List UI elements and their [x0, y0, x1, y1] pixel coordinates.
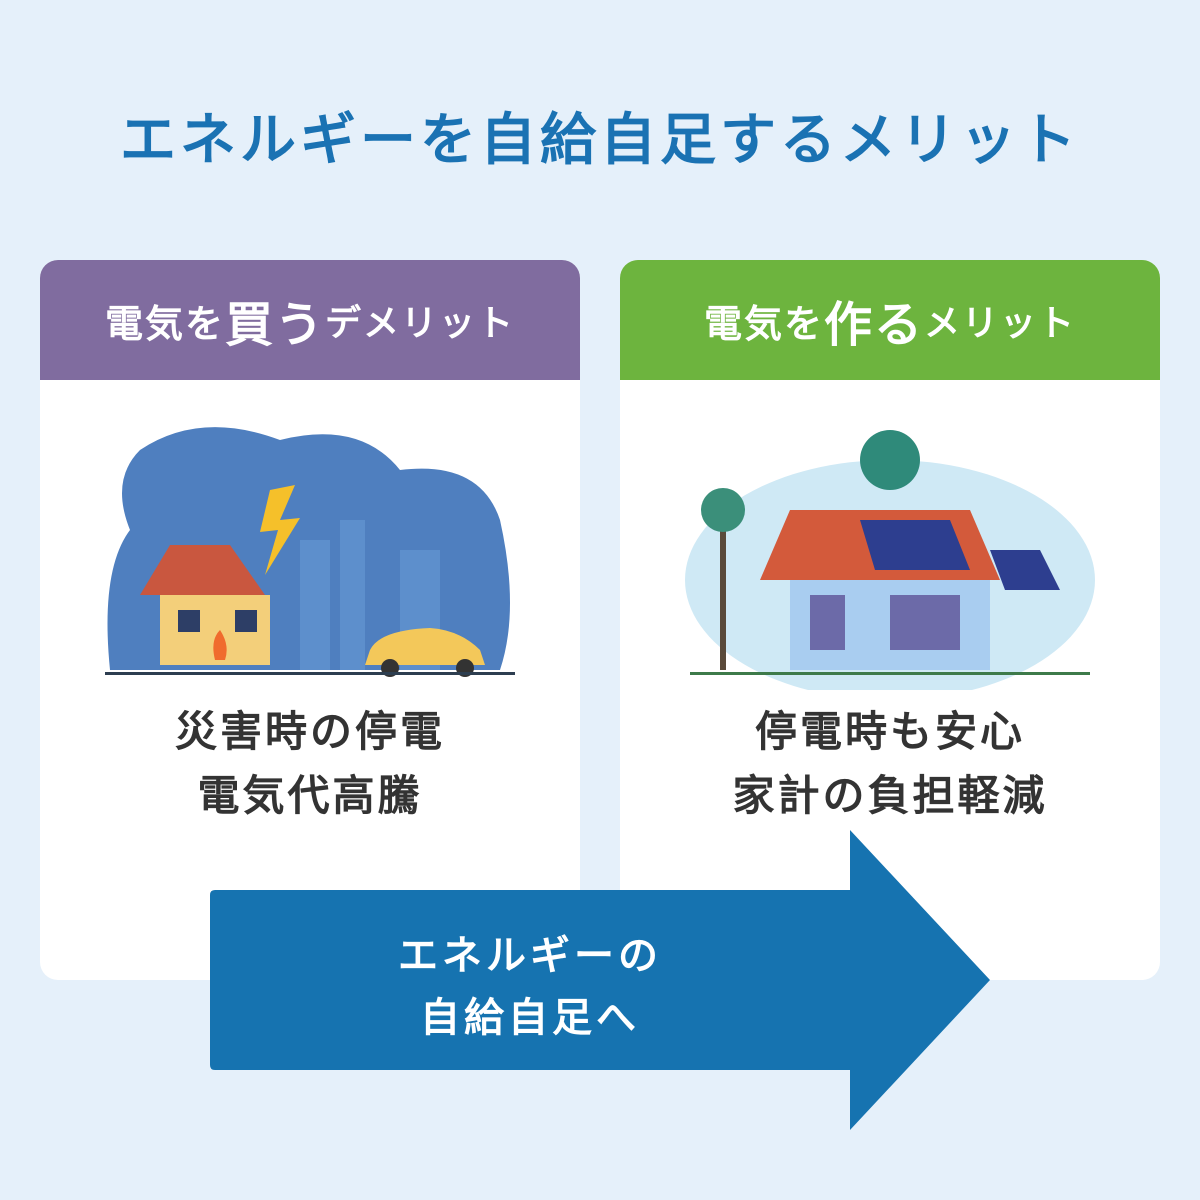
demerit-line: 電気代高騰	[197, 771, 423, 820]
header-post: メリット	[924, 303, 1077, 344]
demerit-text: 災害時の停電 電気代高騰	[40, 700, 580, 828]
make-electricity-card: 電気を作るメリット 停電時も安心 家計の負担軽減	[620, 260, 1160, 980]
storm-house-illustration	[105, 427, 515, 677]
header-pre: 電気を	[104, 301, 225, 346]
solar-house-illustration	[685, 430, 1095, 690]
arrow-line: 自給自足へ	[420, 995, 640, 1041]
card-header: 電気を作るメリット	[620, 260, 1160, 380]
merit-text: 停電時も安心 家計の負担軽減	[620, 700, 1160, 828]
page-title: エネルギーを自給自足するメリット	[120, 108, 1080, 173]
merit-line: 家計の負担軽減	[732, 771, 1048, 820]
arrow-label: エネルギーの 自給自足へ	[210, 925, 850, 1049]
header-key: 作る	[823, 297, 924, 353]
arrow-shape	[210, 830, 990, 1130]
header-key: 買う	[224, 297, 325, 353]
demerit-line: 災害時の停電	[174, 707, 445, 756]
header-post: デメリット	[325, 303, 516, 344]
header-pre: 電気を	[703, 301, 824, 346]
buy-electricity-card: 電気を買うデメリット 災害時の停電 電気代高騰	[40, 260, 580, 980]
arrow-line: エネルギーの	[398, 933, 662, 979]
merit-line: 停電時も安心	[754, 707, 1025, 756]
card-header: 電気を買うデメリット	[40, 260, 580, 380]
